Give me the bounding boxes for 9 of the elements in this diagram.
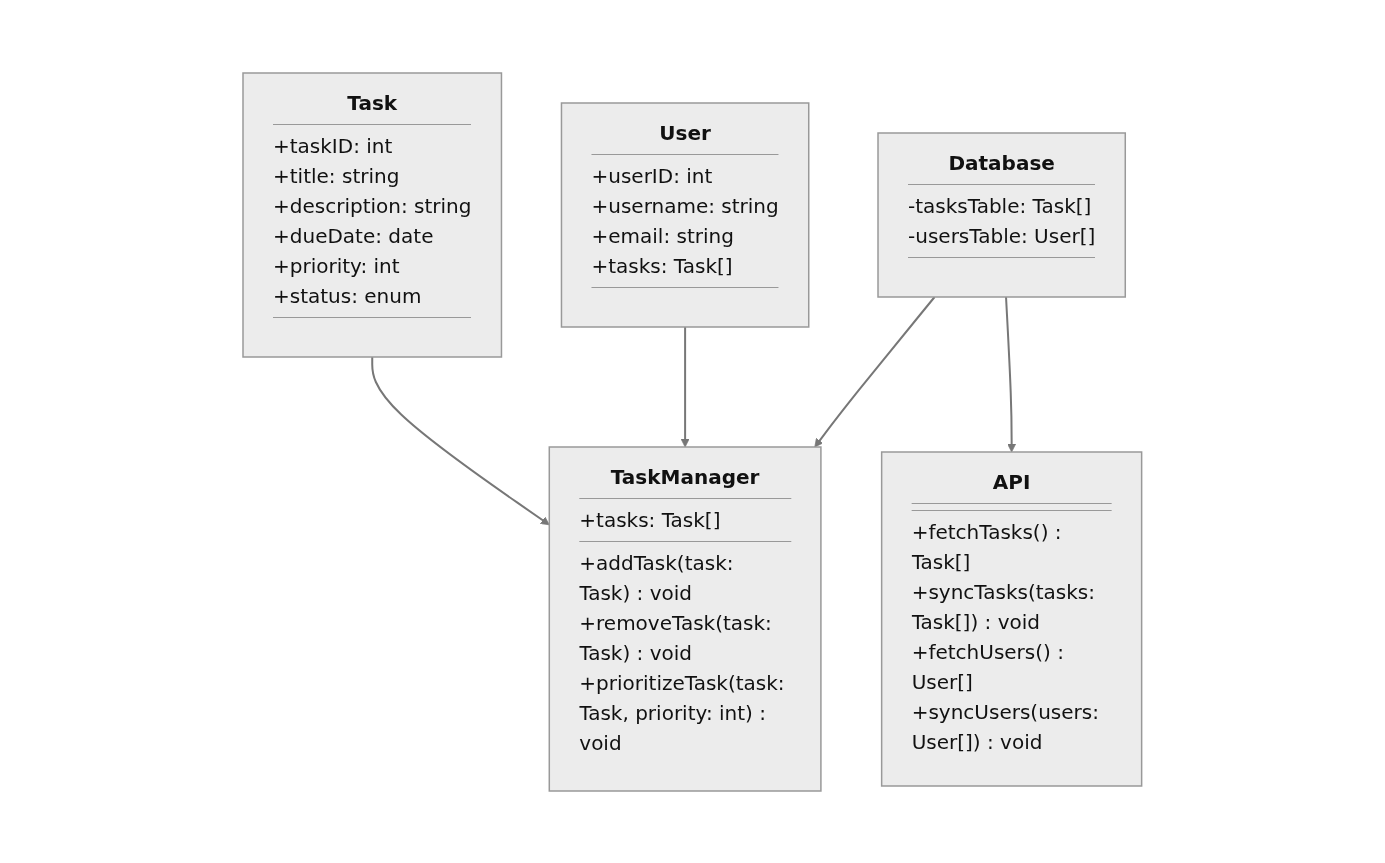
arrow [371,355,550,525]
arrow [814,295,936,447]
node-box: API +fetchTasks() : Task[] +syncTasks(tasks: Task[]) : void +fetchUsers() : User[] +syncUsers(users: User[]) : void [881,450,1143,787]
node-box: Task +taskID: int +title: string +description: string +dueDate: date +priority: int +status: enum [242,71,503,358]
arrow [1005,295,1017,452]
node-box: User +userID: int +username: string +email: string +tasks: Task[] [560,101,810,328]
node-box: Database -tasksTable: Task[] -usersTable: User[] [877,131,1127,298]
node-box: TaskManager +tasks: Task[] +addTask(task: Task) : void +removeTask(task: Task) : void +prioritizeTask(task: Task, priority: int) : void [548,445,822,792]
arrow [680,325,690,447]
